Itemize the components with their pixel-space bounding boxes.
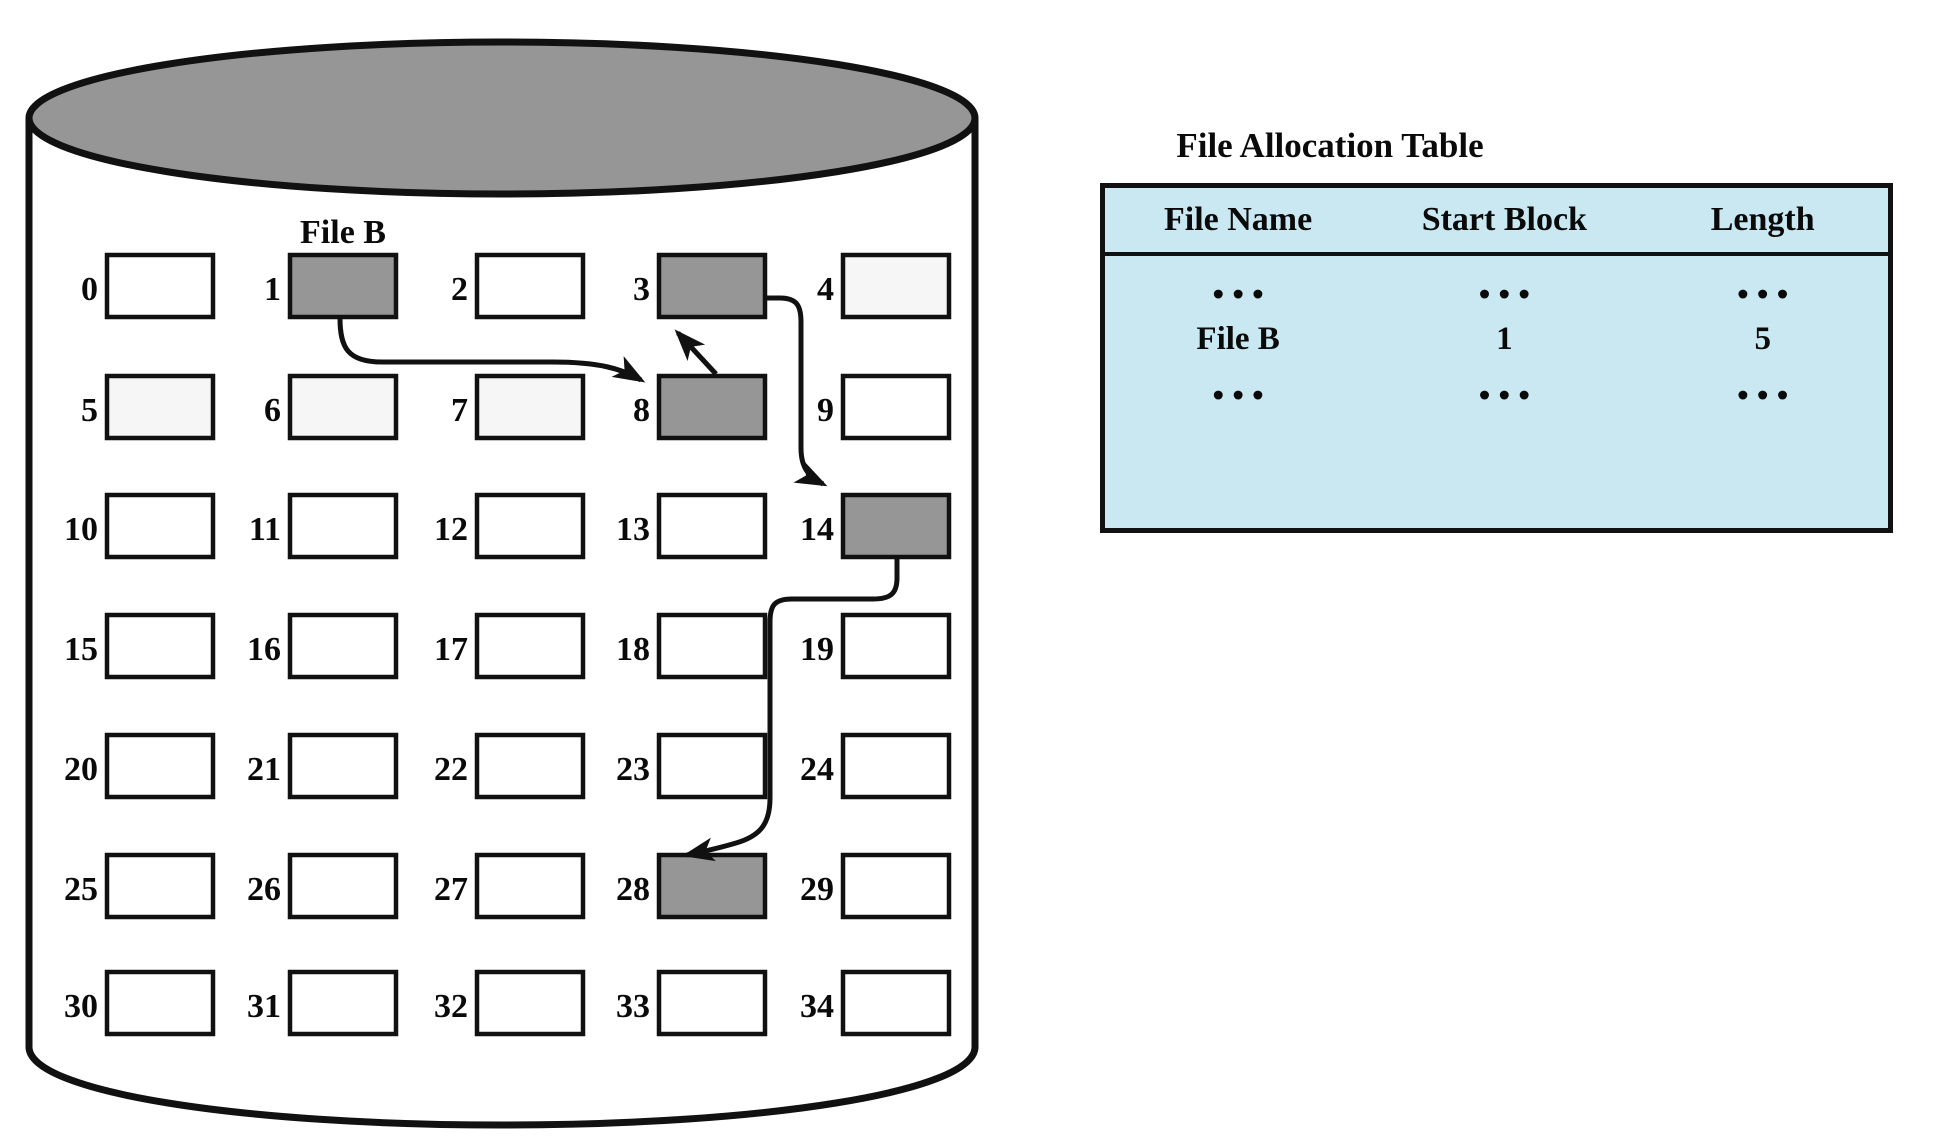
disk-block-13 bbox=[656, 492, 768, 560]
disk-block-24 bbox=[840, 732, 952, 800]
fat-cell-2-1: • • • bbox=[1478, 378, 1530, 414]
disk-block-number-11: 11 bbox=[249, 511, 281, 548]
disk-block-26 bbox=[287, 852, 399, 920]
disk-block-number-22: 22 bbox=[434, 751, 468, 788]
disk-block-29 bbox=[840, 852, 952, 920]
disk-block-number-19: 19 bbox=[800, 631, 834, 668]
disk-block-27 bbox=[474, 852, 586, 920]
disk-block-21 bbox=[287, 732, 399, 800]
fat-row-2: • • • • • • • • • bbox=[1105, 374, 1888, 418]
disk-block-number-4: 4 bbox=[817, 271, 834, 308]
disk-block-23 bbox=[656, 732, 768, 800]
disk-block-34 bbox=[840, 969, 952, 1037]
disk-block-31 bbox=[287, 969, 399, 1037]
disk-block-10 bbox=[104, 492, 216, 560]
disk-block-0 bbox=[104, 252, 216, 320]
disk-block-20 bbox=[104, 732, 216, 800]
disk-block-32 bbox=[474, 969, 586, 1037]
fat-header-length: Length bbox=[1710, 201, 1815, 238]
fat-header-row: File Name Start Block Length bbox=[1105, 188, 1888, 256]
chain-arrow-1-to-8 bbox=[337, 317, 646, 383]
disk-block-number-13: 13 bbox=[616, 511, 650, 548]
disk-block-6 bbox=[287, 373, 399, 441]
disk-block-number-28: 28 bbox=[616, 871, 650, 908]
disk-block-14 bbox=[840, 492, 952, 560]
disk-block-number-10: 10 bbox=[64, 511, 98, 548]
disk-block-number-26: 26 bbox=[247, 871, 281, 908]
fat-cell-0-1: • • • bbox=[1478, 277, 1530, 313]
disk-block-number-20: 20 bbox=[64, 751, 98, 788]
disk-block-5 bbox=[104, 373, 216, 441]
disk-block-number-2: 2 bbox=[451, 271, 468, 308]
disk-block-number-34: 34 bbox=[800, 988, 834, 1025]
fat-cell-0-2: • • • bbox=[1737, 277, 1789, 313]
disk-block-28 bbox=[656, 852, 768, 920]
disk-block-8 bbox=[656, 373, 768, 441]
fat-cell-1-2: 5 bbox=[1754, 321, 1771, 357]
disk-block-number-12: 12 bbox=[434, 511, 468, 548]
chain-arrow-14-to-28 bbox=[682, 558, 900, 862]
fat-cell-1-0: File B bbox=[1196, 321, 1280, 357]
disk-block-number-27: 27 bbox=[434, 871, 468, 908]
disk-block-number-1: 1 bbox=[264, 271, 281, 308]
disk-block-number-24: 24 bbox=[800, 751, 834, 788]
disk-cylinder-top bbox=[25, 38, 979, 198]
disk-block-16 bbox=[287, 612, 399, 680]
disk-block-number-7: 7 bbox=[451, 392, 468, 429]
fat-title: File Allocation Table bbox=[1176, 126, 1484, 165]
disk-block-1 bbox=[287, 252, 399, 320]
disk-block-number-21: 21 bbox=[247, 751, 281, 788]
fat-header-file-name: File Name bbox=[1164, 201, 1313, 238]
fat-cell-0-0: • • • bbox=[1212, 277, 1264, 313]
fat-cell-1-1: 1 bbox=[1496, 321, 1513, 357]
disk-block-2 bbox=[474, 252, 586, 320]
disk-block-number-8: 8 bbox=[633, 392, 650, 429]
fat-row-0: • • • • • • • • • bbox=[1105, 273, 1888, 317]
chain-arrow-3-to-14 bbox=[766, 295, 828, 487]
disk-block-9 bbox=[840, 373, 952, 441]
disk-block-number-33: 33 bbox=[616, 988, 650, 1025]
disk-block-number-32: 32 bbox=[434, 988, 468, 1025]
disk-block-number-31: 31 bbox=[247, 988, 281, 1025]
disk-block-15 bbox=[104, 612, 216, 680]
disk-block-number-0: 0 bbox=[81, 271, 98, 308]
disk-block-30 bbox=[104, 969, 216, 1037]
disk-block-3 bbox=[656, 252, 768, 320]
fat-row-1: File B 1 5 bbox=[1105, 317, 1888, 361]
disk-block-number-29: 29 bbox=[800, 871, 834, 908]
disk-block-33 bbox=[656, 969, 768, 1037]
disk-block-number-9: 9 bbox=[817, 392, 834, 429]
disk-block-number-3: 3 bbox=[633, 271, 650, 308]
disk-block-number-15: 15 bbox=[64, 631, 98, 668]
file-b-label: File B bbox=[300, 214, 386, 251]
disk-block-number-17: 17 bbox=[434, 631, 468, 668]
disk-block-number-6: 6 bbox=[264, 392, 281, 429]
fat-cell-2-2: • • • bbox=[1737, 378, 1789, 414]
disk-block-7 bbox=[474, 373, 586, 441]
disk-block-number-18: 18 bbox=[616, 631, 650, 668]
disk-block-number-25: 25 bbox=[64, 871, 98, 908]
disk-block-11 bbox=[287, 492, 399, 560]
disk-block-number-5: 5 bbox=[81, 392, 98, 429]
disk-block-4 bbox=[840, 252, 952, 320]
fat-cell-2-0: • • • bbox=[1212, 378, 1264, 414]
chain-arrow-8-to-3 bbox=[674, 329, 718, 376]
disk-block-18 bbox=[656, 612, 768, 680]
disk-block-number-23: 23 bbox=[616, 751, 650, 788]
fat-body: • • • • • • • • • File B 1 5 • • • • • • • • • bbox=[1105, 256, 1888, 528]
disk-block-17 bbox=[474, 612, 586, 680]
disk-block-number-14: 14 bbox=[800, 511, 834, 548]
disk-block-22 bbox=[474, 732, 586, 800]
chain-arrows-layer bbox=[337, 295, 900, 862]
file-allocation-table: File Name Start Block Length • • •• • ••… bbox=[1100, 183, 1893, 533]
disk-block-19 bbox=[840, 612, 952, 680]
disk-block-25 bbox=[104, 852, 216, 920]
disk-block-number-30: 30 bbox=[64, 988, 98, 1025]
fat-header-start-block: Start Block bbox=[1421, 201, 1587, 238]
disk-block-number-16: 16 bbox=[247, 631, 281, 668]
disk-block-12 bbox=[474, 492, 586, 560]
